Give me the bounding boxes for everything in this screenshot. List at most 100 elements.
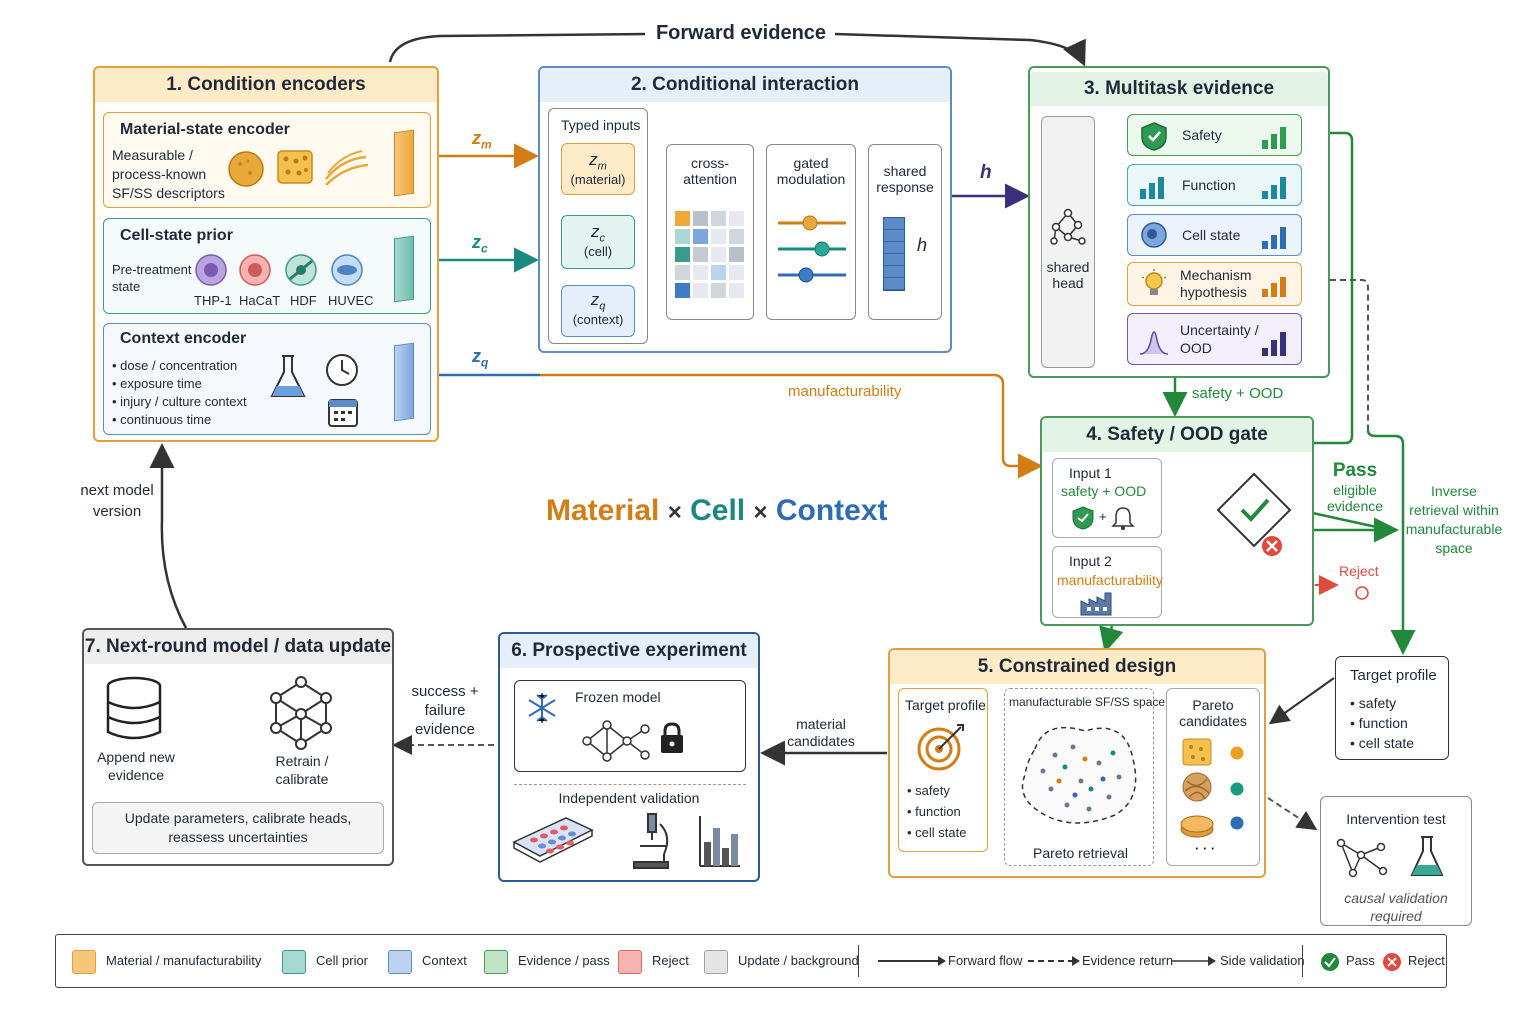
target-item: • safety (1350, 695, 1397, 711)
cell-embedding-block (394, 235, 414, 303)
target-profile-title: Target profile (905, 697, 986, 713)
legend-swatch (72, 950, 96, 974)
cell-prior-title: Cell-state prior (120, 227, 233, 244)
network-icon (1050, 208, 1086, 245)
typed-inputs-box: Typed inputs zm (material) zc (cell) zq … (548, 108, 648, 344)
zc-label: zc (472, 232, 488, 256)
target-profile-title: Target profile (1350, 667, 1437, 684)
cross-attention-box: cross-attention (666, 144, 754, 320)
target-icon (917, 724, 964, 771)
zq-input: zq (context) (561, 285, 635, 337)
legend-side-validation-label: Side validation (1220, 953, 1305, 968)
attention-cell (693, 229, 708, 244)
forward-flow-arrow (878, 956, 946, 966)
network-icon (270, 676, 332, 750)
h-vector-label: h (917, 235, 928, 255)
material-encoder-title: Material-state encoder (120, 121, 290, 138)
target-item: • function (907, 804, 961, 819)
sphere-icon (228, 151, 264, 187)
legend-swatch (618, 950, 642, 974)
reject-circle-icon (1355, 586, 1369, 600)
target-item: • cell state (1350, 735, 1415, 751)
database-icon (106, 676, 162, 740)
attention-cell (693, 247, 708, 262)
material-desc-3: SF/SS descriptors (112, 185, 225, 201)
bar-chart-icon (1262, 330, 1292, 356)
task-function: Function (1127, 164, 1302, 206)
context-item: • continuous time (112, 412, 212, 427)
response-vector (883, 217, 905, 291)
frozen-model-label: Frozen model (575, 689, 661, 705)
cell-label-hacat: HaCaT (239, 293, 281, 308)
manufacturable-space-box: manufacturable SF/SS space Pareto retrie… (1004, 688, 1165, 866)
bar-chart-icon (1262, 225, 1292, 249)
gate-input-1: Input 1 safety + OOD + (1052, 458, 1162, 538)
target-profile-box: Target profile • safety • function • cel… (1335, 656, 1449, 760)
attention-cell (711, 229, 726, 244)
network-icon (1336, 838, 1388, 878)
zq-label: zq (472, 346, 489, 370)
context-item: • injury / culture context (112, 394, 247, 409)
task-uncertainty: Uncertainty /OOD (1127, 313, 1302, 365)
panel-condition-encoders: 1. Condition encoders Material-state enc… (93, 66, 439, 442)
panel-next-round-update: 7. Next-round model / data update Append… (82, 628, 394, 866)
shield-icon (1072, 506, 1094, 530)
attention-cell (711, 265, 726, 280)
attention-cell (711, 211, 726, 226)
legend-label: Material / manufacturability (106, 953, 262, 968)
microscope-icon (633, 813, 669, 869)
snowflake-icon (528, 693, 556, 723)
attention-cell (729, 211, 744, 226)
context-encoder: Context encoder • dose / concentration •… (103, 323, 431, 435)
sponge-icon (1182, 738, 1212, 766)
fibers-icon (325, 150, 369, 186)
legend-label: Evidence / pass (518, 953, 610, 968)
attention-cell (729, 265, 744, 280)
attention-cell (675, 283, 690, 298)
point-cloud-icon (1021, 726, 1137, 824)
bell-icon (1111, 507, 1135, 530)
target-item: • safety (907, 783, 950, 798)
flask-icon (270, 355, 306, 397)
well-plate-icon (512, 817, 594, 863)
cell-label-huvec: HUVEC (328, 293, 374, 308)
clock-icon (326, 354, 358, 386)
attention-cell (675, 211, 690, 226)
material-embedding-block (394, 129, 414, 197)
center-title: Material × Cell × Context (546, 494, 888, 527)
space-title: manufacturable SF/SS space (1009, 695, 1166, 709)
update-note-box: Update parameters, calibrate heads,reass… (92, 802, 384, 854)
input-1-sub: safety + OOD (1061, 483, 1147, 499)
panel-title: 2. Conditional interaction (540, 68, 950, 102)
legend-reject-label: Reject (1408, 953, 1445, 968)
bar-chart-icon (1262, 175, 1292, 199)
sponge-icon (277, 150, 313, 184)
panel-title: 6. Prospective experiment (500, 634, 758, 668)
forward-evidence-label: Forward evidence (655, 22, 827, 44)
legend-pass-label: Pass (1346, 953, 1375, 968)
candidate-dot-orange (1230, 746, 1244, 760)
factory-icon (1080, 592, 1112, 616)
panel-constrained-design: 5. Constrained design Target profile • s… (888, 648, 1266, 878)
target-item: • function (1350, 715, 1408, 731)
task-safety: Safety (1127, 114, 1302, 156)
task-label: Cell state (1182, 227, 1241, 243)
attention-cell (711, 247, 726, 262)
attention-cell (729, 247, 744, 262)
cell-label-hdf: HDF (290, 293, 317, 308)
legend-swatch (388, 950, 412, 974)
attention-cell (693, 265, 708, 280)
attention-matrix (675, 211, 747, 299)
reject-icon (1383, 953, 1401, 971)
legend-separator (1302, 945, 1303, 977)
cross-attention-label: cross-attention (683, 155, 737, 187)
